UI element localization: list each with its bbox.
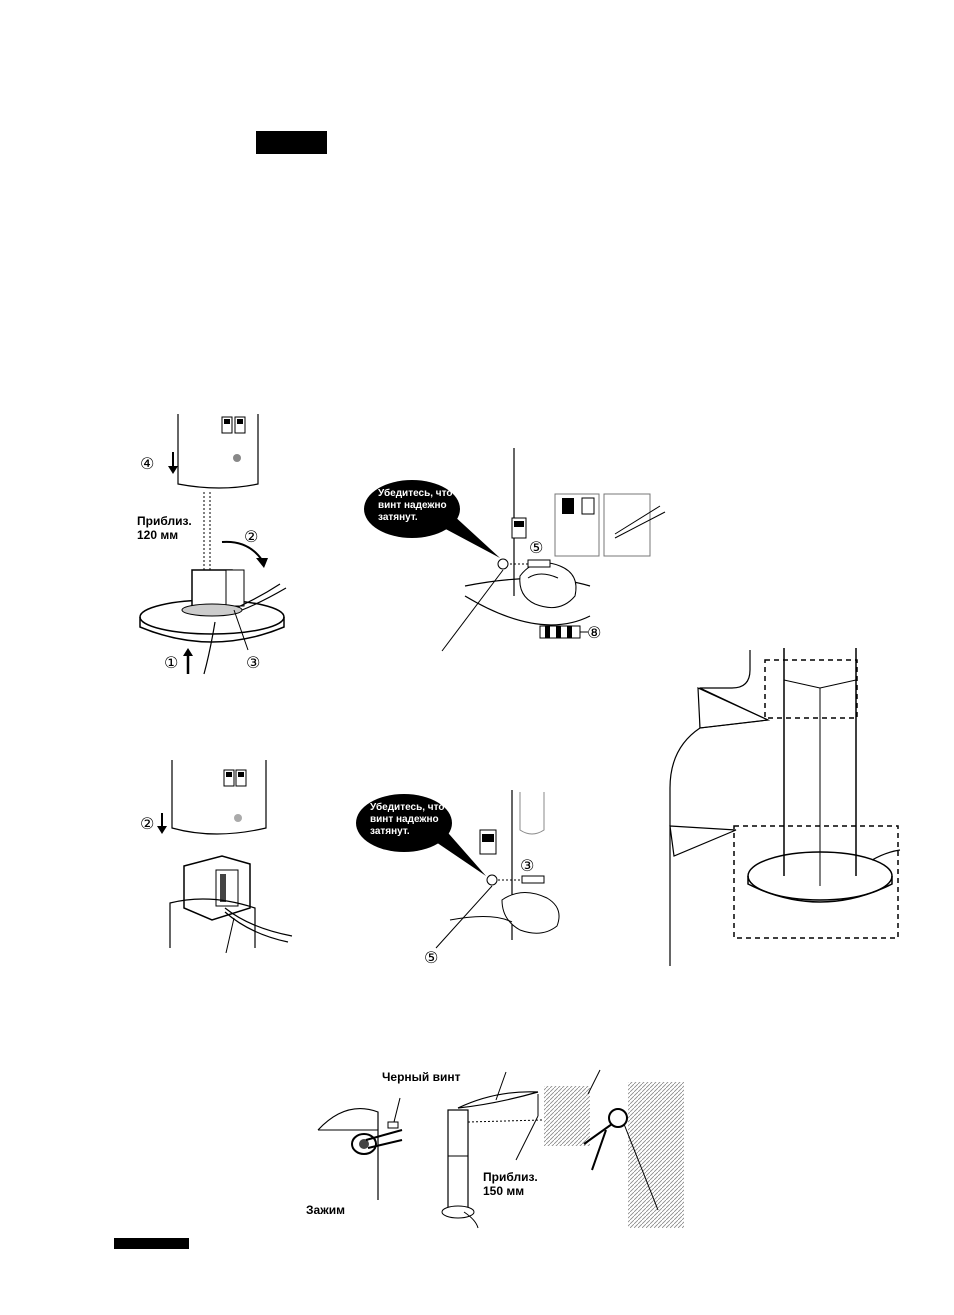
tall-speaker-drawing <box>660 648 910 968</box>
step-5-marker-b: ⑤ <box>424 948 438 967</box>
stand-assembly-drawing <box>130 412 300 682</box>
figure-screw-tighten-top: Убедитесь, что винт надежно затянут. ⑤ ⑧ <box>360 446 670 658</box>
step-1-marker: ① <box>164 653 178 672</box>
step-2-marker-b: ② <box>140 814 154 833</box>
footer-black-bar <box>114 1238 189 1249</box>
step-3-marker-b: ③ <box>520 856 534 875</box>
figure-tall-speaker <box>660 648 910 968</box>
header-black-block <box>256 131 327 154</box>
figure-speaker-onto-bracket: ② <box>140 758 300 953</box>
step-2-marker: ② <box>244 527 258 546</box>
bubble-tail-b <box>352 790 582 968</box>
bubble-tail <box>360 446 670 658</box>
figure-wall-mount: Черный винт Зажим Приблиз. 150 мм <box>306 1060 686 1230</box>
figure-screw-tighten-bottom: Убедитесь, что винт надежно затянут. ③ ⑤ <box>352 790 582 968</box>
approx-120-label-1: Приблиз. <box>137 514 192 528</box>
wall-mount-drawing <box>306 1060 686 1230</box>
figure-stand-assembly: ④ Приблиз. 120 мм ② ① ③ <box>130 412 300 682</box>
approx-120-label-2: 120 мм <box>137 528 178 542</box>
step-5-marker: ⑤ <box>529 538 543 557</box>
step-4-marker: ④ <box>140 454 154 473</box>
approx-150-label-2: 150 мм <box>483 1184 524 1198</box>
step-3-marker: ③ <box>246 653 260 672</box>
speaker-bracket-drawing <box>140 758 300 953</box>
approx-150-label-1: Приблиз. <box>483 1170 538 1184</box>
black-screw-label: Черный винт <box>382 1070 461 1084</box>
clamp-label: Зажим <box>306 1203 345 1217</box>
step-8-marker: ⑧ <box>587 623 601 642</box>
